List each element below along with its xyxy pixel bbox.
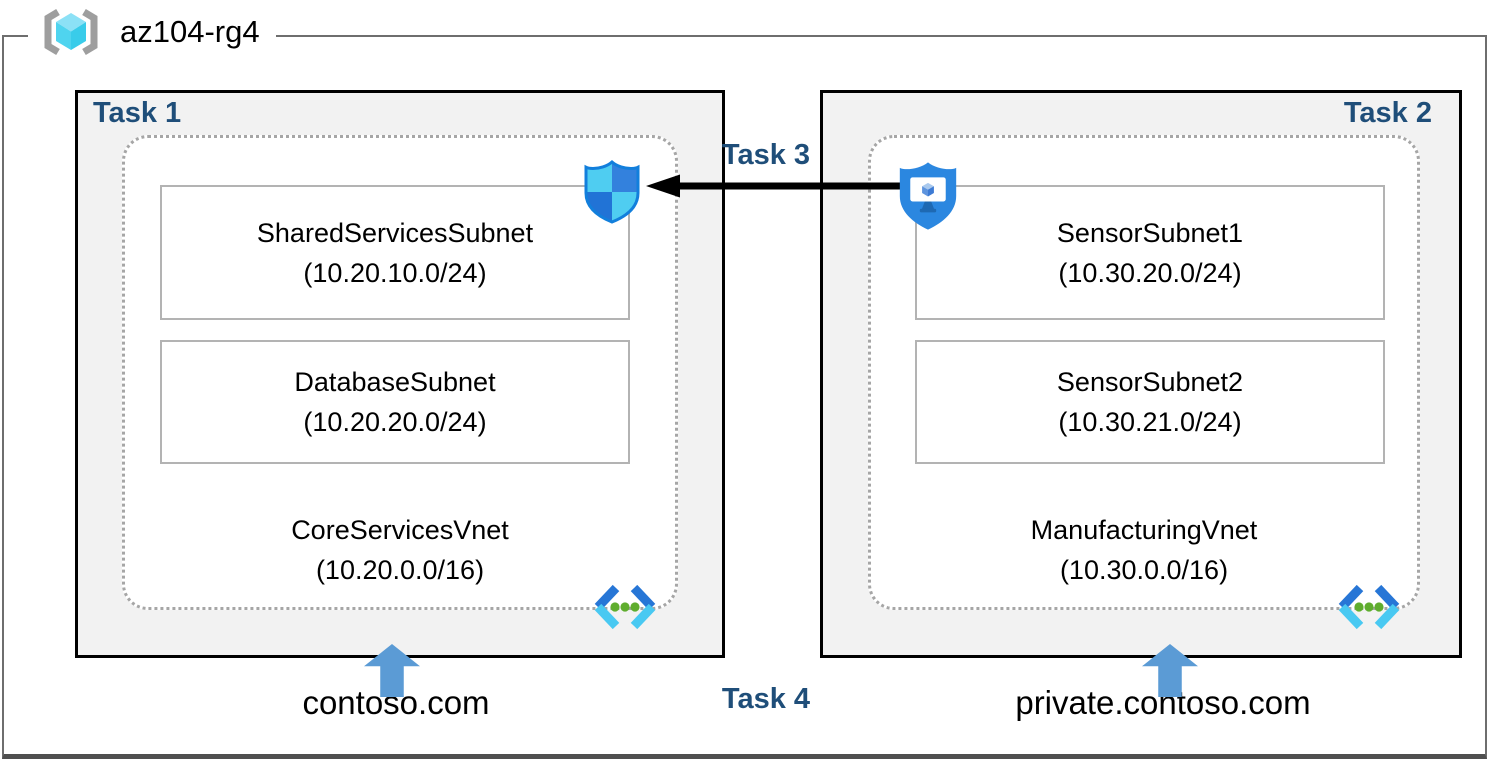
virtual-network-icon bbox=[1338, 584, 1400, 630]
resource-group-legend: az104-rg4 bbox=[28, 2, 276, 62]
task1-label: Task 1 bbox=[93, 97, 182, 129]
peering-left-arrow bbox=[646, 174, 902, 198]
vnet-name: ManufacturingVnet bbox=[1030, 515, 1258, 545]
core-services-vnet-label: CoreServicesVnet (10.20.0.0/16) bbox=[177, 510, 623, 590]
subnet-name: SensorSubnet2 bbox=[1056, 367, 1244, 397]
task4-label: Task 4 bbox=[721, 683, 811, 715]
subnet-name: SharedServicesSubnet bbox=[256, 217, 534, 248]
vnet-cidr: (10.30.0.0/16) bbox=[1059, 555, 1229, 585]
subnet-sensor1: SensorSubnet1 (10.30.20.0/24) bbox=[915, 185, 1385, 320]
subnet-sensor2: SensorSubnet2 (10.30.21.0/24) bbox=[915, 340, 1385, 464]
resource-group-name: az104-rg4 bbox=[120, 14, 260, 49]
subnet-name: DatabaseSubnet bbox=[294, 367, 496, 397]
bastion-shield-monitor-icon bbox=[899, 162, 957, 230]
resource-group-icon bbox=[44, 8, 98, 56]
vnet-name: CoreServicesVnet bbox=[291, 515, 509, 545]
nsg-shield-icon bbox=[584, 159, 640, 224]
task2-label: Task 2 bbox=[1343, 97, 1432, 129]
subnet-cidr: (10.20.20.0/24) bbox=[303, 407, 487, 437]
task3-label: Task 3 bbox=[721, 139, 811, 171]
resource-group-boundary bbox=[2, 35, 1487, 759]
subnet-name: SensorSubnet1 bbox=[1056, 217, 1244, 248]
subnet-cidr: (10.30.21.0/24) bbox=[1058, 407, 1242, 437]
vnet-cidr: (10.20.0.0/16) bbox=[315, 555, 485, 585]
subnet-cidr: (10.20.10.0/24) bbox=[303, 257, 487, 288]
subnet-shared-services: SharedServicesSubnet (10.20.10.0/24) bbox=[160, 185, 630, 320]
subnet-cidr: (10.30.20.0/24) bbox=[1058, 257, 1242, 288]
virtual-network-icon bbox=[594, 584, 656, 630]
manufacturing-vnet-label: ManufacturingVnet (10.30.0.0/16) bbox=[921, 510, 1367, 590]
subnet-database: DatabaseSubnet (10.20.20.0/24) bbox=[160, 340, 630, 464]
